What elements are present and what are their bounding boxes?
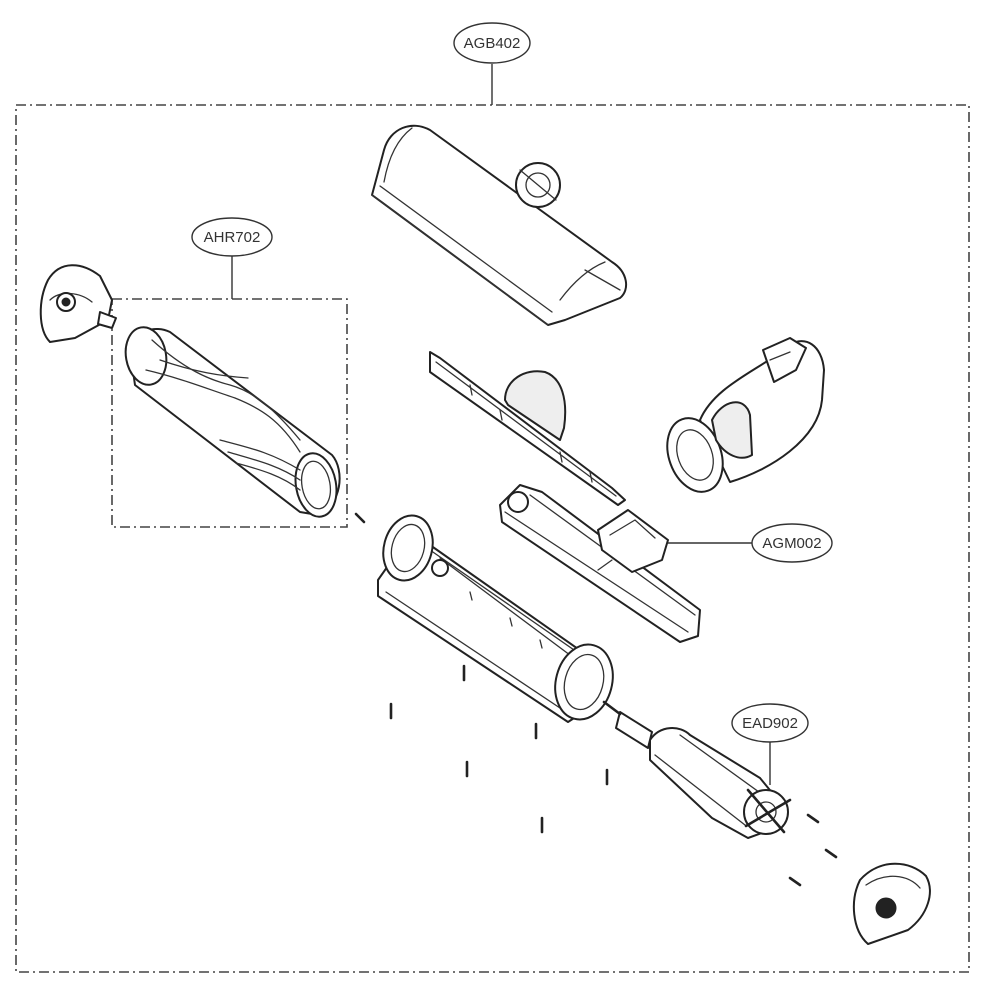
gear-module-part (499, 484, 701, 643)
label-gear-module-text: AGM002 (762, 535, 821, 552)
label-assembly-text: AGB402 (464, 35, 521, 52)
screw (824, 848, 838, 859)
left-end-cap-part (39, 264, 117, 343)
screw (354, 512, 366, 524)
right-end-cap-part (852, 862, 931, 945)
label-brush-roll-text: AHR702 (204, 229, 261, 246)
label-motor-text: EAD902 (742, 715, 798, 732)
label-brush-roll: AHR702 (191, 217, 273, 257)
screws (354, 512, 838, 887)
top-cover-part (371, 124, 628, 326)
screw (788, 876, 802, 887)
screw (806, 813, 820, 824)
label-assembly: AGB402 (453, 22, 531, 64)
label-gear-module: AGM002 (751, 523, 833, 563)
brush-roll-part (124, 326, 341, 518)
assembly-boundary (15, 104, 970, 973)
motor-part (602, 700, 792, 839)
inner-cover-part (429, 351, 626, 506)
brush-roll-boundary (111, 298, 348, 528)
head-base-part (377, 514, 614, 723)
label-motor: EAD902 (731, 703, 809, 743)
neck-joint-part (666, 337, 825, 493)
